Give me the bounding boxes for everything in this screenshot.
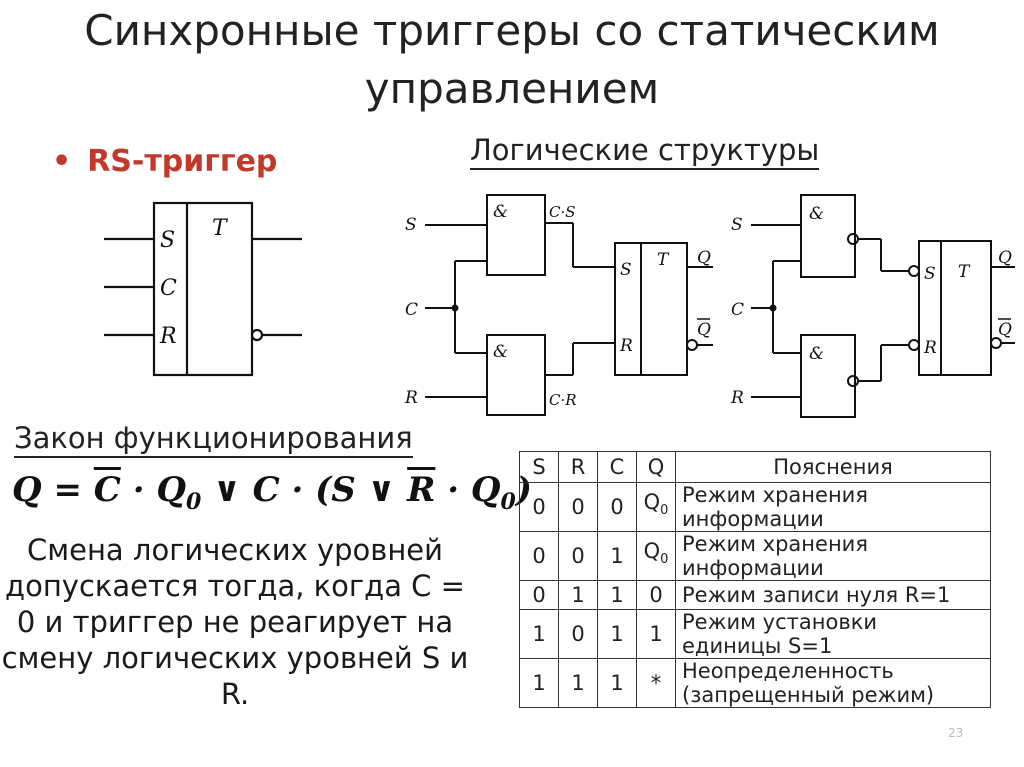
struct2-trigger-t: T [958, 262, 971, 282]
struct2-label-c: C [731, 300, 744, 320]
struct1-label-c: C [405, 300, 418, 320]
symbol-label-c: C [160, 276, 177, 301]
bullet-dot-icon: • [52, 144, 72, 179]
struct2-label-s: S [731, 215, 743, 235]
struct1-out-qbar: Q [697, 320, 711, 340]
structures-heading: Логические структуры [470, 132, 820, 170]
struct1-label-cr: C·R [549, 391, 577, 409]
struct1-trigger-t: T [657, 250, 670, 270]
struct1-out-q: Q [697, 248, 711, 268]
junction-dot [451, 304, 459, 312]
rs-trigger-symbol: S C R T [104, 201, 302, 377]
header-q: Q [636, 451, 676, 483]
truth-table: S R C Q Пояснения 0 0 0 Q0 Режим хранени… [519, 451, 991, 708]
struct2-trigger-r: R [923, 338, 937, 358]
law-heading: Закон функционирования [14, 420, 413, 458]
struct1-label-r: R [404, 388, 418, 408]
struct2-out-qbar: Q [998, 320, 1012, 340]
page-number: 23 [948, 726, 964, 740]
struct1-and-top: & [493, 202, 508, 222]
title-line-2: управлением [364, 64, 660, 113]
header-explanation: Пояснения [675, 451, 991, 483]
struct1-label-cs: C·S [549, 203, 576, 221]
symbol-body [152, 201, 254, 377]
logic-structure-nand: S C R & & S R T Q Q [730, 194, 1015, 418]
bullet-text: RS-триггер [87, 144, 278, 179]
struct2-trigger-s: S [924, 264, 936, 284]
struct2-trigger-body [918, 240, 992, 376]
struct2-and-top: & [809, 204, 824, 224]
header-s: S [519, 451, 559, 483]
bullet-item: • RS-триггер [52, 142, 277, 182]
struct2-label-r: R [730, 388, 744, 408]
symbol-label-r: R [159, 324, 177, 349]
table-row: 0 1 1 0 Режим записи нуля R=1 [519, 580, 991, 610]
struct2-out-q: Q [998, 248, 1012, 268]
and-gate-top [486, 194, 546, 276]
logic-structure-and: S C R & & C·S C·R S R T Q Q [404, 194, 713, 416]
symbol-label-t: T [212, 216, 229, 241]
struct2-and-bottom: & [809, 344, 824, 364]
struct1-and-bottom: & [493, 342, 508, 362]
table-header-row: S R C Q Пояснения [519, 451, 991, 483]
table-row: 1 1 1 * Неопределенность(запрещенный реж… [519, 658, 991, 708]
struct1-label-s: S [405, 215, 417, 235]
function-formula: Q = C · Q0 ∨ C · (S ∨ R · Q0) [12, 470, 532, 515]
struct1-trigger-r: R [619, 336, 633, 356]
title-line-1: Синхронные триггеры со статическим [84, 6, 940, 55]
struct1-trigger-s: S [620, 260, 632, 280]
nand-gate-top [800, 194, 856, 278]
slide-title: Синхронные триггеры со статическим управ… [0, 2, 1024, 118]
symbol-inversion-circle [250, 328, 264, 342]
header-c: C [597, 451, 637, 483]
explanation-paragraph: Смена логических уровней допускается тог… [1, 533, 469, 711]
header-r: R [558, 451, 598, 483]
struct1-trigger-body [614, 242, 688, 376]
symbol-label-s: S [160, 228, 175, 253]
